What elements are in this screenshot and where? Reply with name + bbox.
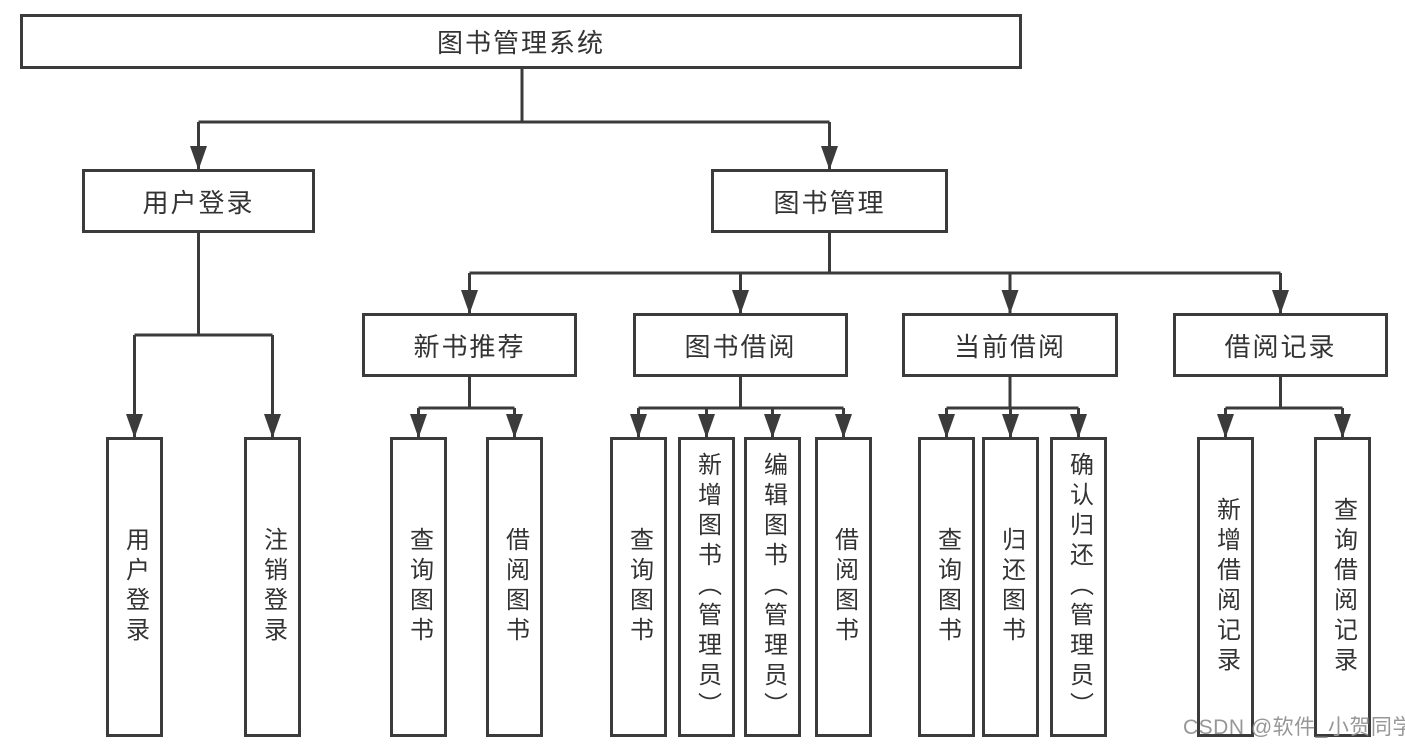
node-book-management: 图书管理 (711, 169, 948, 233)
node-new-book-recommendation: 新书推荐 (362, 313, 577, 377)
node-book-borrowing: 图书借阅 (633, 313, 848, 377)
node-label: 查询借阅记录 (1329, 497, 1357, 677)
node-label: 确认归还（管理员） (1065, 452, 1093, 722)
csdn-watermark: CSDN @软件_小贺同学 (1183, 716, 1405, 739)
node-label: 当前借阅 (953, 331, 1066, 362)
node-label: 图书管理系统 (436, 28, 605, 58)
arrow-connectors (126, 122, 1351, 438)
node-label: 查询图书 (933, 527, 961, 647)
node-label: 查询图书 (405, 527, 433, 647)
node-label: 借阅图书 (501, 527, 529, 647)
node-user-login: 用户登录 (82, 169, 315, 233)
node-label: 借阅图书 (830, 527, 858, 647)
node-leaf-records-query-borrow-record: 查询借阅记录 (1314, 437, 1371, 737)
node-current-borrowing: 当前借阅 (902, 313, 1118, 377)
node-leaf-borrowing-borrow-books: 借阅图书 (815, 437, 872, 737)
node-label: 用户登录 (121, 527, 149, 647)
node-library-management-system: 图书管理系统 (20, 14, 1022, 69)
node-leaf-current-confirm-return-admin: 确认归还（管理员） (1050, 437, 1107, 737)
node-leaf-logout: 注销登录 (244, 437, 301, 737)
tree-trunk-lines (134, 68, 1343, 410)
node-leaf-current-return-books: 归还图书 (982, 437, 1039, 737)
node-label: 用户登录 (142, 187, 255, 218)
node-borrowing-records: 借阅记录 (1173, 313, 1388, 377)
node-label: 图书管理 (773, 187, 886, 218)
node-label: 注销登录 (259, 527, 287, 647)
node-label: 借阅记录 (1224, 331, 1337, 362)
node-label: 新增借阅记录 (1212, 497, 1240, 677)
node-leaf-recommend-query-books: 查询图书 (390, 437, 447, 737)
node-label: 编辑图书（管理员） (759, 452, 787, 722)
node-leaf-current-query-books: 查询图书 (918, 437, 975, 737)
node-leaf-borrowing-query-books: 查询图书 (610, 437, 667, 737)
node-leaf-user-login: 用户登录 (106, 437, 163, 737)
node-leaf-borrowing-add-books-admin: 新增图书（管理员） (678, 437, 735, 737)
node-label: 新增图书（管理员） (693, 452, 721, 722)
node-label: 图书借阅 (684, 331, 797, 362)
node-leaf-records-add-borrow-record: 新增借阅记录 (1197, 437, 1254, 737)
node-leaf-borrowing-edit-books-admin: 编辑图书（管理员） (744, 437, 801, 737)
node-label: 归还图书 (997, 527, 1025, 647)
node-label: 新书推荐 (413, 331, 526, 362)
node-leaf-recommend-borrow-books: 借阅图书 (486, 437, 543, 737)
node-label: 查询图书 (625, 527, 653, 647)
